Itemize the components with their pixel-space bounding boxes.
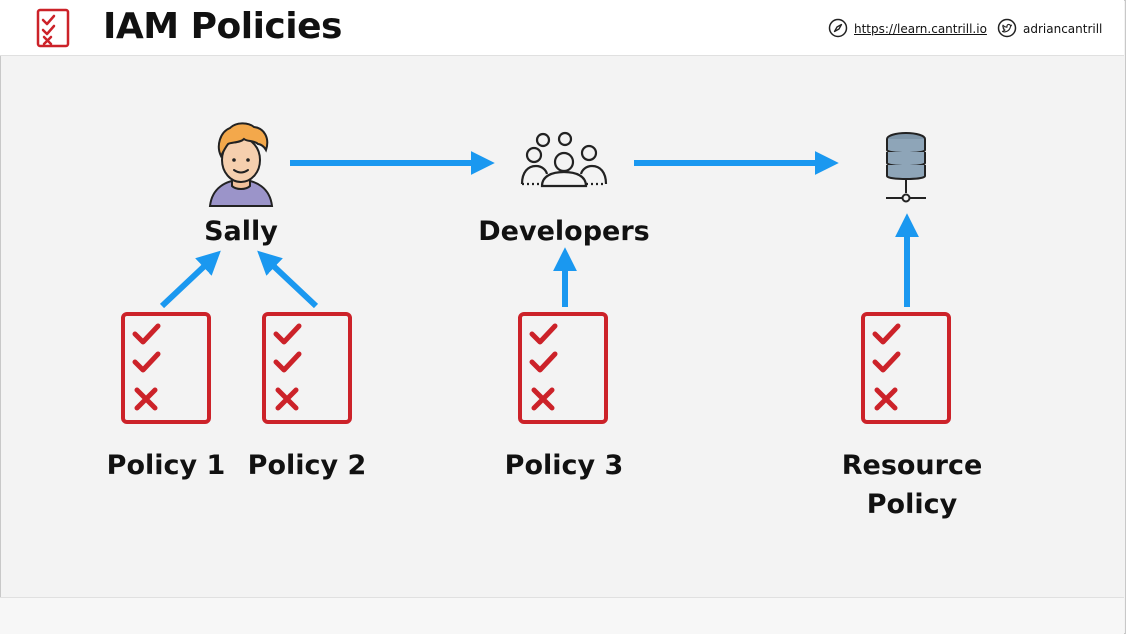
policy-1-document-icon: [123, 314, 209, 422]
checklist-icon: [36, 8, 70, 52]
twitter-link[interactable]: adriancantrill: [997, 18, 1103, 41]
sally-label: Sally: [204, 216, 278, 247]
arrow-policy1-to-sally: [159, 250, 221, 309]
resource-policy-label-line2: Policy: [866, 489, 958, 520]
database-icon: [886, 132, 926, 203]
policy-2-label: Policy 2: [247, 450, 367, 481]
policy-3-label: Policy 3: [504, 450, 624, 481]
compass-icon: [828, 18, 848, 41]
policy-2-document-icon: [264, 314, 350, 422]
slide-footer: [0, 597, 1124, 634]
resource-policy-document-icon: [863, 314, 949, 422]
user-avatar-icon: [208, 122, 274, 207]
twitter-icon: [997, 18, 1017, 41]
group-icon: [520, 131, 608, 188]
resource-policy-label-line1: Resource: [841, 450, 983, 481]
developers-label: Developers: [478, 216, 650, 247]
page-title: IAM Policies: [103, 6, 342, 47]
arrow-policy2-to-sally: [257, 250, 319, 309]
website-link[interactable]: https://learn.cantrill.io: [828, 18, 987, 41]
twitter-handle[interactable]: adriancantrill: [1023, 22, 1103, 36]
policy-1-label: Policy 1: [106, 450, 226, 481]
website-url[interactable]: https://learn.cantrill.io: [854, 22, 987, 36]
policy-3-document-icon: [520, 314, 606, 422]
slide-header: IAM Policies https://learn.cantrill.io a…: [0, 0, 1124, 56]
